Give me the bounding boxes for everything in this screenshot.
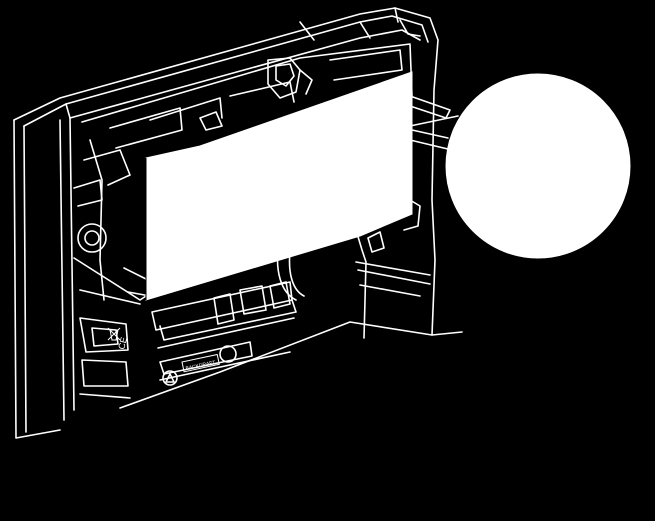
housing-shell [13, 7, 439, 439]
mount-screw-icon [77, 223, 107, 253]
recycle-bin-icon [107, 327, 121, 341]
inner-cavity [69, 43, 451, 411]
callout-circle [445, 73, 631, 259]
warning-symbol-icon [162, 370, 178, 386]
left-fittings [73, 223, 151, 399]
callout-leader [409, 115, 459, 151]
cutaway-outline [119, 321, 463, 409]
terminal-block [151, 281, 297, 386]
brand-badge-frame [181, 353, 220, 373]
